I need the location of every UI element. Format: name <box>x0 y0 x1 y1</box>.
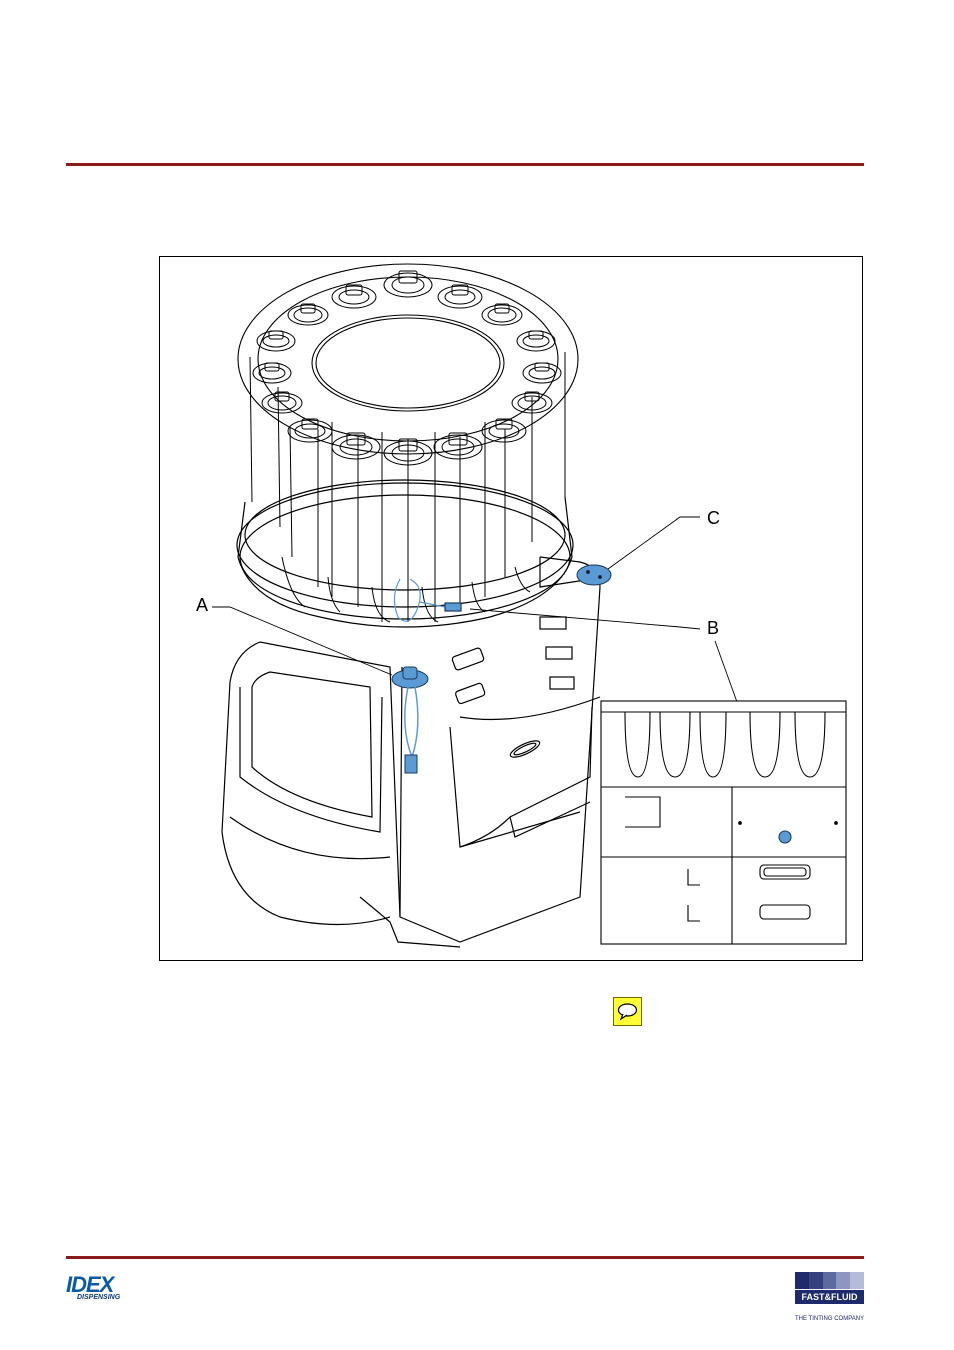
fast-fluid-logo: FAST&FLUID THE TINTING COMPANY <box>794 1272 866 1324</box>
callout-a: A <box>196 595 208 616</box>
part-c-highlight <box>577 565 611 585</box>
footer-rule <box>66 1256 864 1259</box>
idex-logo: IDEX DISPENSING <box>66 1272 146 1306</box>
callout-c: C <box>707 508 720 529</box>
callout-b: B <box>707 618 719 639</box>
header-rule <box>66 163 864 166</box>
fast-fluid-stripes <box>795 1272 864 1289</box>
part-b-cable <box>394 579 461 621</box>
speech-bubble-icon[interactable] <box>613 997 642 1026</box>
fast-fluid-band: FAST&FLUID <box>795 1290 864 1304</box>
detail-inset <box>601 701 846 944</box>
canister-caps <box>253 271 561 465</box>
idex-logo-sub: DISPENSING <box>77 1294 120 1301</box>
figure-frame <box>159 256 863 961</box>
turntable-ring <box>237 480 573 627</box>
machine-drawing <box>160 257 862 960</box>
canister-columns <box>250 352 565 622</box>
part-a-highlight <box>392 667 428 773</box>
fast-fluid-sub: THE TINTING COMPANY <box>795 1316 864 1322</box>
